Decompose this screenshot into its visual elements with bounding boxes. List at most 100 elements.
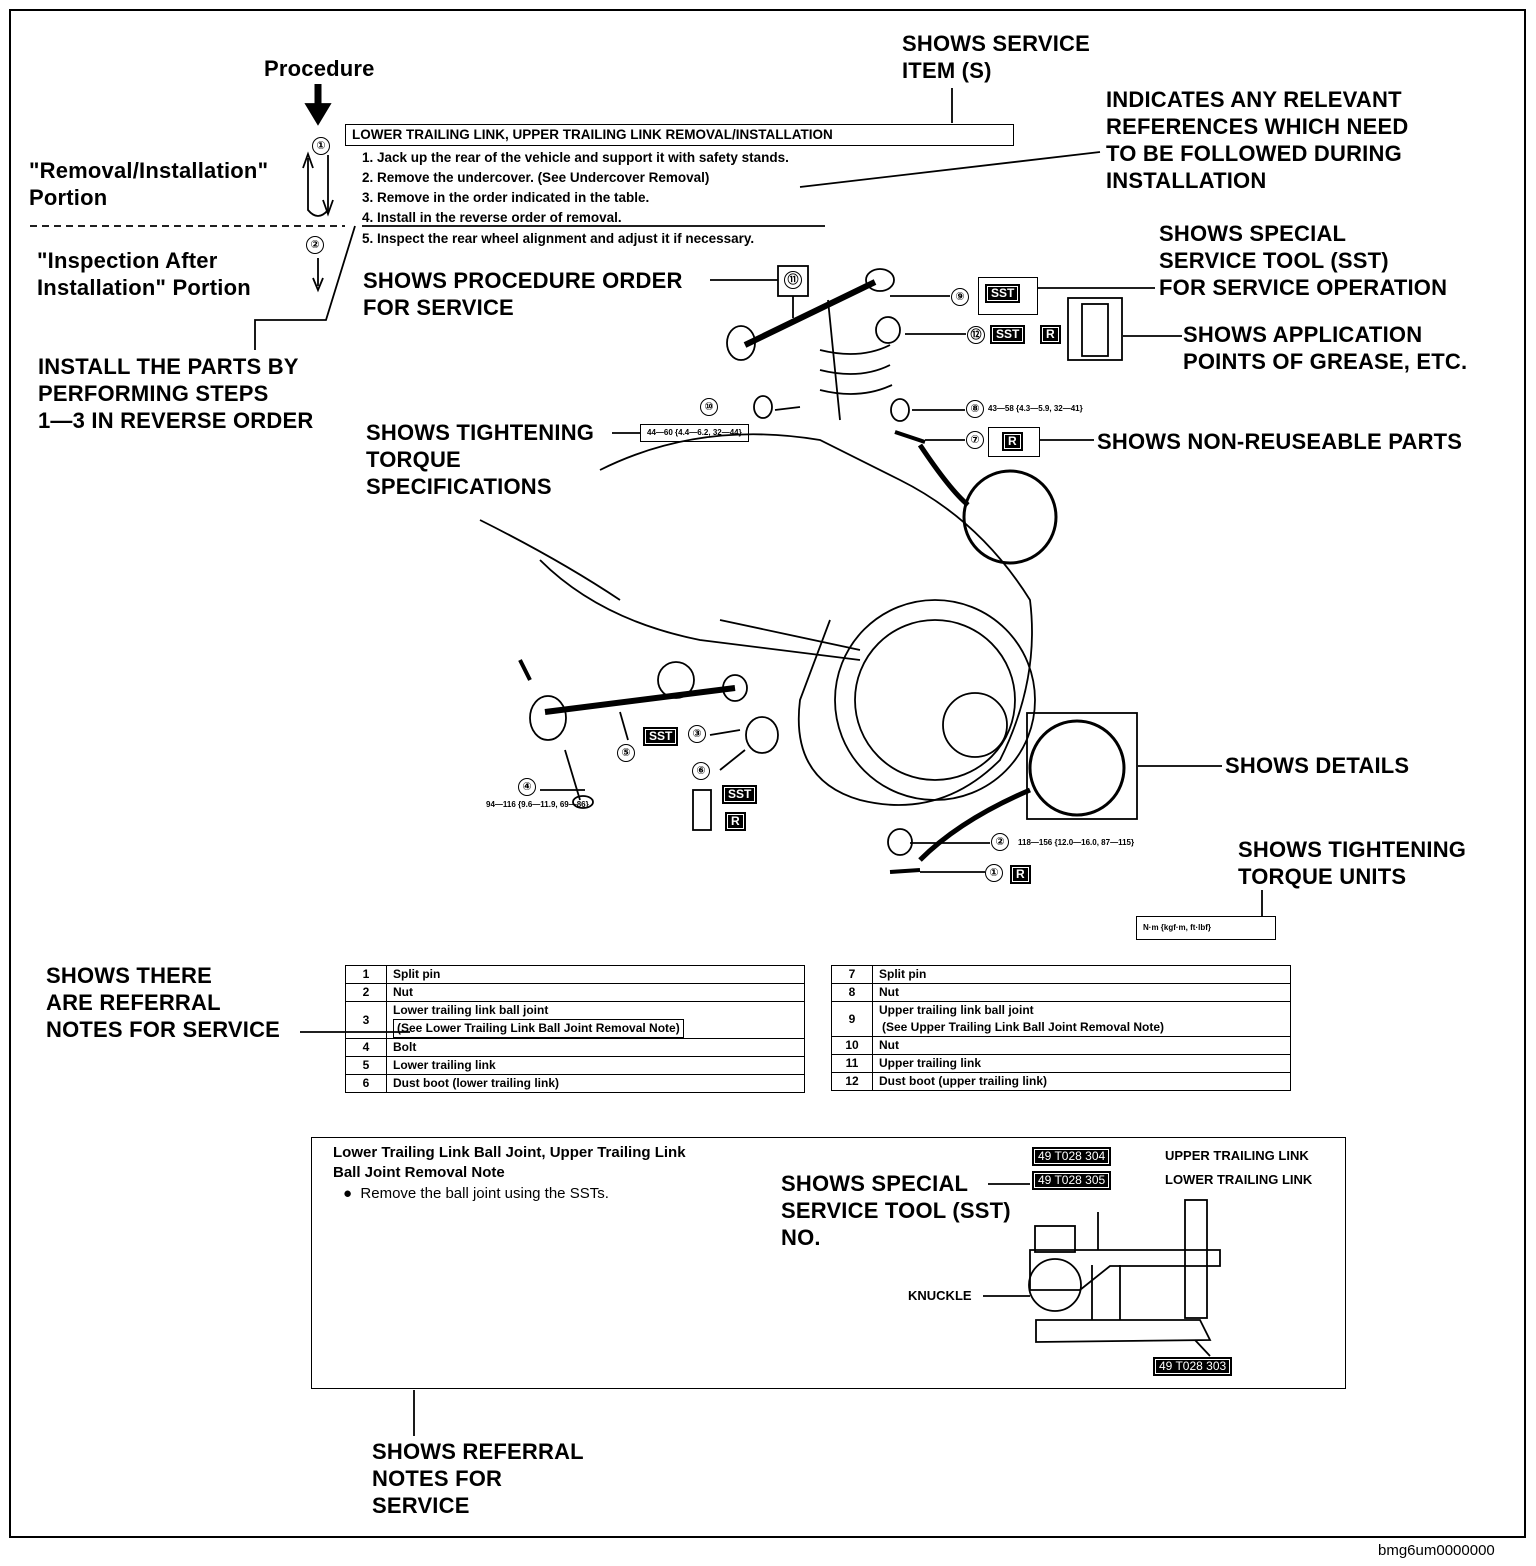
part-no: 1 bbox=[345, 965, 387, 984]
sst-badge-12: SST bbox=[990, 325, 1026, 344]
callout-8: ⑧ bbox=[966, 400, 984, 418]
inspection-portion-label: "Inspection After Installation" Portion bbox=[37, 248, 251, 300]
part-name: Split pin bbox=[386, 965, 805, 984]
r-badge-6: R bbox=[725, 812, 746, 831]
callout-12: ⑫ bbox=[967, 326, 985, 344]
service-item-label: SHOWS SERVICE ITEM (S) bbox=[902, 31, 1091, 83]
step-marker-2: ② bbox=[306, 236, 324, 254]
non-reuseable-label: SHOWS NON-REUSEABLE PARTS bbox=[1097, 429, 1463, 454]
sst-no-label: SHOWS SPECIAL SERVICE TOOL (SST) NO. bbox=[781, 1171, 1011, 1250]
part-name: Dust boot (upper trailing link) bbox=[872, 1072, 1291, 1091]
procedure-title: LOWER TRAILING LINK, UPPER TRAILING LINK… bbox=[345, 124, 1014, 146]
part-no: 11 bbox=[831, 1054, 873, 1073]
procedure-step-3: 3. Remove in the order indicated in the … bbox=[362, 190, 650, 205]
table-row: 9 Upper trailing link ball joint (See Uppe… bbox=[831, 1001, 1291, 1037]
torque-top-box: 44—60 {4.4—6.2, 32—44} bbox=[640, 424, 749, 442]
part-name: Lower trailing link bbox=[386, 1056, 805, 1075]
torque-8: 43—58 {4.3—5.9, 32—41} bbox=[988, 404, 1083, 413]
install-note-label: INSTALL THE PARTS BY PERFORMING STEPS 1—… bbox=[38, 354, 314, 433]
callout-11: ⑪ bbox=[784, 271, 802, 289]
sst-upper-badge: 49 T028 304 bbox=[1032, 1147, 1112, 1166]
callout-6: ⑥ bbox=[692, 762, 710, 780]
callout-4: ④ bbox=[518, 778, 536, 796]
note-title: Lower Trailing Link Ball Joint, Upper Tr… bbox=[333, 1144, 686, 1181]
procedure-order-label: SHOWS PROCEDURE ORDER FOR SERVICE bbox=[363, 268, 683, 320]
table-row: 3 Lower trailing link ball joint (See Lowe… bbox=[345, 1001, 805, 1039]
procedure-step-1: 1. Jack up the rear of the vehicle and s… bbox=[362, 150, 789, 165]
part-ref-link[interactable]: (See Upper Trailing Link Ball Joint Remo… bbox=[882, 1020, 1165, 1034]
callout-3: ③ bbox=[688, 725, 706, 743]
part-name: Nut bbox=[872, 1036, 1291, 1055]
sst-badge-9: SST bbox=[985, 284, 1021, 303]
callout-1: ① bbox=[985, 864, 1003, 882]
callout-5: ⑤ bbox=[617, 744, 635, 762]
page-frame bbox=[9, 9, 1526, 1538]
part-name-cell: Lower trailing link ball joint (See Lower… bbox=[386, 1001, 805, 1039]
part-name: Lower trailing link ball joint bbox=[393, 1003, 549, 1017]
sst-lower-badge: 49 T028 305 bbox=[1032, 1171, 1112, 1190]
part-no: 4 bbox=[345, 1038, 387, 1057]
sst-frame-9 bbox=[978, 277, 1038, 315]
references-label: INDICATES ANY RELEVANT REFERENCES WHICH … bbox=[1106, 87, 1409, 193]
part-name: Upper trailing link ball joint bbox=[879, 1003, 1034, 1017]
grease-label: SHOWS APPLICATION POINTS OF GREASE, ETC. bbox=[1183, 322, 1468, 374]
part-name: Dust boot (lower trailing link) bbox=[386, 1074, 805, 1093]
part-no: 12 bbox=[831, 1072, 873, 1091]
removal-note-box bbox=[311, 1137, 1346, 1389]
torque-specs-label: SHOWS TIGHTENING TORQUE SPECIFICATIONS bbox=[366, 420, 595, 499]
part-ref-link[interactable]: (See Lower Trailing Link Ball Joint Remo… bbox=[393, 1019, 684, 1038]
note-bullet-text: Remove the ball joint using the SSTs. bbox=[360, 1185, 609, 1202]
details-label: SHOWS DETAILS bbox=[1225, 753, 1410, 778]
torque-4: 94—116 {9.6—11.9, 69—86} bbox=[486, 800, 589, 809]
r-frame-7 bbox=[988, 427, 1040, 457]
r-badge-7: R bbox=[1002, 432, 1023, 451]
upper-link-label: UPPER TRAILING LINK bbox=[1165, 1148, 1309, 1163]
torque-unit-box: N·m {kgf·m, ft·lbf} bbox=[1136, 916, 1276, 940]
r-badge-1: R bbox=[1010, 865, 1031, 884]
sst-badge-3: SST bbox=[643, 727, 679, 746]
step-marker-1: ① bbox=[312, 137, 330, 155]
footer-code: bmg6um0000000 bbox=[1378, 1542, 1495, 1559]
part-name: Upper trailing link bbox=[872, 1054, 1291, 1073]
sst-badge-6: SST bbox=[722, 785, 758, 804]
torque-units-label: SHOWS TIGHTENING TORQUE UNITS bbox=[1238, 837, 1467, 889]
part-name: Split pin bbox=[872, 965, 1291, 984]
part-name-cell: Upper trailing link ball joint (See Upper… bbox=[872, 1001, 1291, 1037]
part-name: Nut bbox=[872, 983, 1291, 1002]
referral-notes-label: SHOWS THERE ARE REFERRAL NOTES FOR SERVI… bbox=[46, 963, 281, 1042]
part-no: 8 bbox=[831, 983, 873, 1002]
knuckle-label: KNUCKLE bbox=[908, 1288, 972, 1303]
removal-portion-label: "Removal/Installation" Portion bbox=[29, 158, 269, 210]
part-no: 3 bbox=[345, 1001, 387, 1039]
procedure-step-5: 5. Inspect the rear wheel alignment and … bbox=[362, 231, 755, 246]
special-tool-label: SHOWS SPECIAL SERVICE TOOL (SST) FOR SER… bbox=[1159, 221, 1448, 300]
part-no: 7 bbox=[831, 965, 873, 984]
lower-link-label: LOWER TRAILING LINK bbox=[1165, 1172, 1313, 1187]
callout-2: ② bbox=[991, 833, 1009, 851]
procedure-label: Procedure bbox=[264, 56, 375, 81]
sst-base-badge: 49 T028 303 bbox=[1153, 1357, 1233, 1376]
part-no: 9 bbox=[831, 1001, 873, 1037]
note-bullet-item: ● Remove the ball joint using the SSTs. bbox=[343, 1185, 609, 1202]
referral-bottom-label: SHOWS REFERRAL NOTES FOR SERVICE bbox=[372, 1439, 584, 1518]
procedure-step-4: 4. Install in the reverse order of remov… bbox=[362, 210, 622, 225]
part-name: Nut bbox=[386, 983, 805, 1002]
callout-10: ⑩ bbox=[700, 398, 718, 416]
r-badge-12: R bbox=[1040, 325, 1061, 344]
part-name: Bolt bbox=[386, 1038, 805, 1057]
callout-7: ⑦ bbox=[966, 431, 984, 449]
part-no: 5 bbox=[345, 1056, 387, 1075]
